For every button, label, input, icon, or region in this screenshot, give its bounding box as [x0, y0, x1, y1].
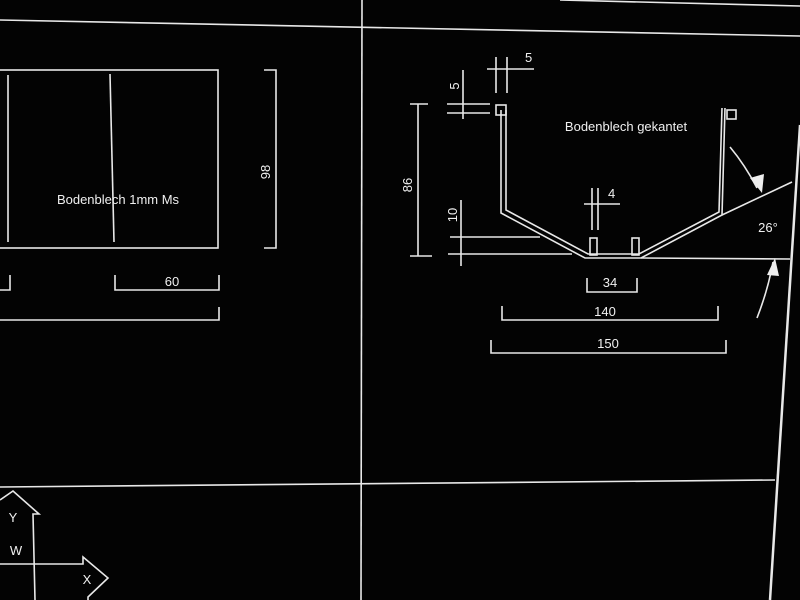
dim-total-height-label: 86 — [400, 178, 415, 192]
dim-inner-width-label: 140 — [594, 304, 616, 319]
ucs-x-label: X — [83, 572, 92, 587]
dim-flange-height-label: 5 — [447, 82, 462, 89]
bent-sheet-profile[interactable] — [495, 104, 737, 259]
dim-width-label: 60 — [165, 274, 179, 289]
dim-outer-width-label: 150 — [597, 336, 619, 351]
dim-bend-height-label: 10 — [445, 208, 460, 222]
dim-angle-label: 26° — [758, 220, 778, 235]
dim-bottom-label: 34 — [603, 275, 617, 290]
bent-sheet-label: Bodenblech gekantet — [565, 119, 688, 134]
dimension-lines — [410, 57, 793, 354]
dim-height-label: 98 — [258, 165, 273, 179]
dim-flange-width-label: 5 — [525, 50, 532, 65]
flat-sheet-view[interactable] — [0, 69, 277, 321]
ucs-y-label: Y — [9, 510, 18, 525]
angle-arrow-icon — [750, 174, 764, 193]
ucs-w-label: W — [10, 543, 23, 558]
flat-sheet-label: Bodenblech 1mm Ms — [57, 192, 180, 207]
ucs-icon — [0, 489, 110, 600]
angle-arrow-icon — [767, 258, 779, 276]
dim-slot-width-label: 4 — [608, 186, 615, 201]
